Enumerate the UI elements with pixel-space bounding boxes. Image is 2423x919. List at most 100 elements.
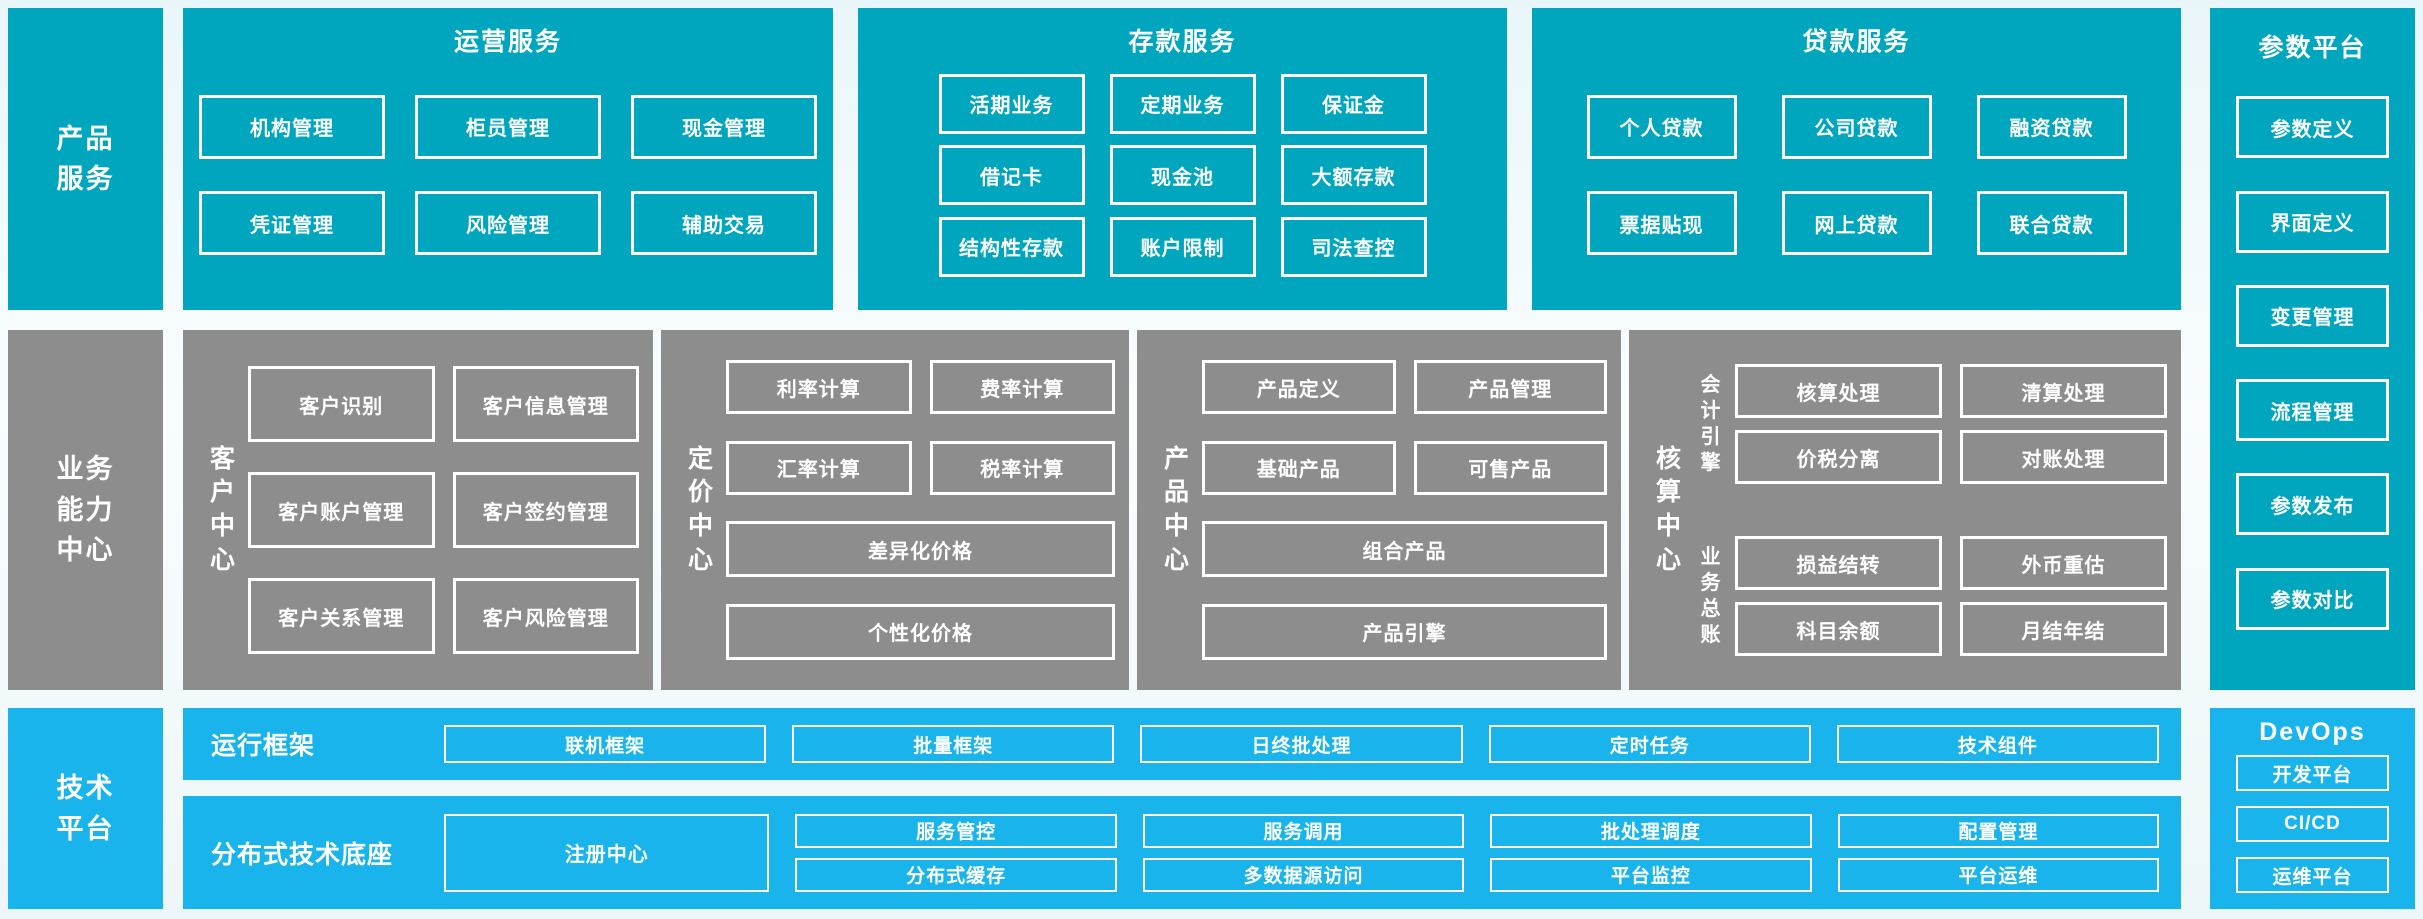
section-title: 贷款服务 xyxy=(1802,28,1911,56)
vertical-section-label: 核算中心 xyxy=(1655,444,1681,574)
diagram-box: 服务管控 xyxy=(795,813,1117,848)
diagram-box: 参数发布 xyxy=(2236,473,2389,536)
diagram-box: 配置管理 xyxy=(1837,813,2160,848)
diagram-box: 客户账户管理 xyxy=(248,472,435,548)
diagram-box: 司法查控 xyxy=(1280,216,1427,277)
diagram-box: 日终批处理 xyxy=(1140,725,1463,763)
diagram-box: 现金管理 xyxy=(631,94,817,159)
diagram-box: 活期业务 xyxy=(938,73,1085,134)
box-row: 借记卡现金池大额存款 xyxy=(874,145,1491,205)
diagram-box: 客户签约管理 xyxy=(452,472,639,548)
vertical-section-label: 定价中心 xyxy=(687,444,713,574)
diagram-box: 产品管理 xyxy=(1413,360,1607,414)
diagram-box: 柜员管理 xyxy=(415,94,601,159)
group-business-ledger: 业务总账 损益结转外币重估科目余额月结年结 xyxy=(1694,528,2167,664)
row-label-business-capability-center: 业务 能力 中心 xyxy=(8,330,163,690)
section-body: 利率计算费率计算 汇率计算税率计算 差异化价格个性化价格 xyxy=(726,356,1115,664)
section-title: 参数平台 xyxy=(2258,34,2367,62)
diagram-box: 网上贷款 xyxy=(1781,191,1932,256)
group-accounting-engine: 会计引擎 核算处理清算处理价税分离对账处理 xyxy=(1694,356,2167,492)
diagram-box: 联机框架 xyxy=(444,725,767,763)
diagram-box: 服务调用 xyxy=(1142,813,1465,848)
diagram-box: 大额存款 xyxy=(1280,145,1427,205)
section-loan-services: 贷款服务 个人贷款公司贷款融资贷款 票据贴现网上贷款联合贷款 xyxy=(1532,8,2181,310)
box-column: 配置管理平台运维 xyxy=(1837,813,2160,892)
section-accounting-center: 核算中心 会计引擎 核算处理清算处理价税分离对账处理 业务总账 损益结转外币重估… xyxy=(1629,330,2181,690)
diagram-box: 开发平台 xyxy=(2236,755,2389,791)
section-customer-center: 客户中心 客户识别客户信息管理客户账户管理客户签约管理客户关系管理客户风险管理 xyxy=(183,330,653,690)
box-column: 参数定义界面定义变更管理流程管理参数发布参数对比 xyxy=(2236,64,2389,662)
diagram-box: 损益结转 xyxy=(1735,536,1942,590)
section-pricing-center: 定价中心 利率计算费率计算 汇率计算税率计算 差异化价格个性化价格 xyxy=(661,330,1129,690)
diagram-box: 客户风险管理 xyxy=(452,578,639,654)
diagram-box: 账户限制 xyxy=(1109,216,1256,277)
section-title: DevOps xyxy=(2259,718,2366,746)
diagram-box: 参数对比 xyxy=(2236,567,2389,630)
diagram-box: 风险管理 xyxy=(415,191,601,256)
diagram-box: 产品引擎 xyxy=(1202,603,1607,660)
diagram-box: 客户关系管理 xyxy=(248,578,435,654)
diagram-box: 个性化价格 xyxy=(726,603,1115,660)
product-services-band: 运营服务 机构管理柜员管理现金管理 凭证管理风险管理辅助交易 存款服务 活期业务… xyxy=(183,8,2181,310)
box-row: 联机框架批量框架日终批处理定时任务技术组件 xyxy=(444,725,2160,763)
box-row: 基础产品可售产品 xyxy=(1202,440,1607,495)
diagram-box: 平台监控 xyxy=(1490,857,1812,892)
diagram-box: 清算处理 xyxy=(1960,364,2167,418)
section-body: 会计引擎 核算处理清算处理价税分离对账处理 业务总账 损益结转外币重估科目余额月… xyxy=(1694,356,2167,664)
row-label-product-services: 产品 服务 xyxy=(8,8,163,310)
box-grid: 客户识别客户信息管理客户账户管理客户签约管理客户关系管理客户风险管理 xyxy=(248,356,639,664)
diagram-box: 核算处理 xyxy=(1735,364,1942,418)
business-capability-band: 客户中心 客户识别客户信息管理客户账户管理客户签约管理客户关系管理客户风险管理 … xyxy=(183,330,2181,690)
stripe-distributed-tech-base: 分布式技术底座 注册中心 服务管控分布式缓存 服务调用多数据源访问 批处理调度平… xyxy=(183,796,2181,909)
diagram-box: 个人贷款 xyxy=(1586,94,1737,159)
diagram-box: 对账处理 xyxy=(1960,430,2167,484)
vertical-group-label: 业务总账 xyxy=(1700,546,1721,646)
box-row: 产品定义产品管理 xyxy=(1202,360,1607,414)
box-row: 个人贷款公司贷款融资贷款 xyxy=(1548,94,2165,159)
box-row: 汇率计算税率计算 xyxy=(726,440,1115,495)
box-grid: 核算处理清算处理价税分离对账处理 xyxy=(1735,356,2167,492)
diagram-box: 可售产品 xyxy=(1413,440,1607,495)
stripe-label: 运行框架 xyxy=(211,732,316,760)
diagram-box: 现金池 xyxy=(1109,145,1256,205)
diagram-box: 参数定义 xyxy=(2236,96,2389,159)
section-body: 个人贷款公司贷款融资贷款 票据贴现网上贷款联合贷款 xyxy=(1548,62,2165,288)
diagram-box: 凭证管理 xyxy=(199,191,385,256)
diagram-box: 月结年结 xyxy=(1960,602,2167,656)
diagram-box: 辅助交易 xyxy=(631,191,817,256)
diagram-box: 费率计算 xyxy=(929,360,1115,414)
diagram-box: 客户识别 xyxy=(248,366,435,442)
diagram-box: 批处理调度 xyxy=(1490,813,1812,848)
diagram-box: 平台运维 xyxy=(1837,857,2160,892)
diagram-box: 界面定义 xyxy=(2236,190,2389,253)
box-column: 服务管控分布式缓存 xyxy=(795,813,1117,892)
section-deposit-services: 存款服务 活期业务定期业务保证金 借记卡现金池大额存款 结构性存款账户限制司法查… xyxy=(858,8,1507,310)
diagram-box: 批量框架 xyxy=(792,725,1115,763)
diagram-box: 利率计算 xyxy=(726,360,912,414)
box-column: 批处理调度平台监控 xyxy=(1490,813,1812,892)
diagram-box: 注册中心 xyxy=(444,813,770,892)
diagram-box: 客户信息管理 xyxy=(452,366,639,442)
vertical-group-label: 会计引擎 xyxy=(1700,374,1721,474)
diagram-box: 定期业务 xyxy=(1109,73,1256,134)
diagram-box: 价税分离 xyxy=(1735,430,1942,484)
row-label-tech-platform: 技术 平台 xyxy=(8,708,163,909)
diagram-box: 技术组件 xyxy=(1836,725,2160,763)
vertical-section-label: 客户中心 xyxy=(209,444,235,574)
diagram-box: 多数据源访问 xyxy=(1142,857,1465,892)
diagram-box: 结构性存款 xyxy=(938,216,1085,277)
diagram-box: 融资贷款 xyxy=(1976,94,2127,159)
diagram-box: 变更管理 xyxy=(2236,284,2389,347)
diagram-box: 联合贷款 xyxy=(1976,191,2127,256)
diagram-box: CI/CD xyxy=(2236,806,2389,842)
box-row: 票据贴现网上贷款联合贷款 xyxy=(1548,191,2165,256)
diagram-box: 机构管理 xyxy=(199,94,385,159)
section-body: 机构管理柜员管理现金管理 凭证管理风险管理辅助交易 xyxy=(199,62,817,288)
diagram-box: 外币重估 xyxy=(1960,536,2167,590)
diagram-box: 公司贷款 xyxy=(1781,94,1932,159)
diagram-box: 票据贴现 xyxy=(1586,191,1737,256)
diagram-box: 产品定义 xyxy=(1202,360,1396,414)
